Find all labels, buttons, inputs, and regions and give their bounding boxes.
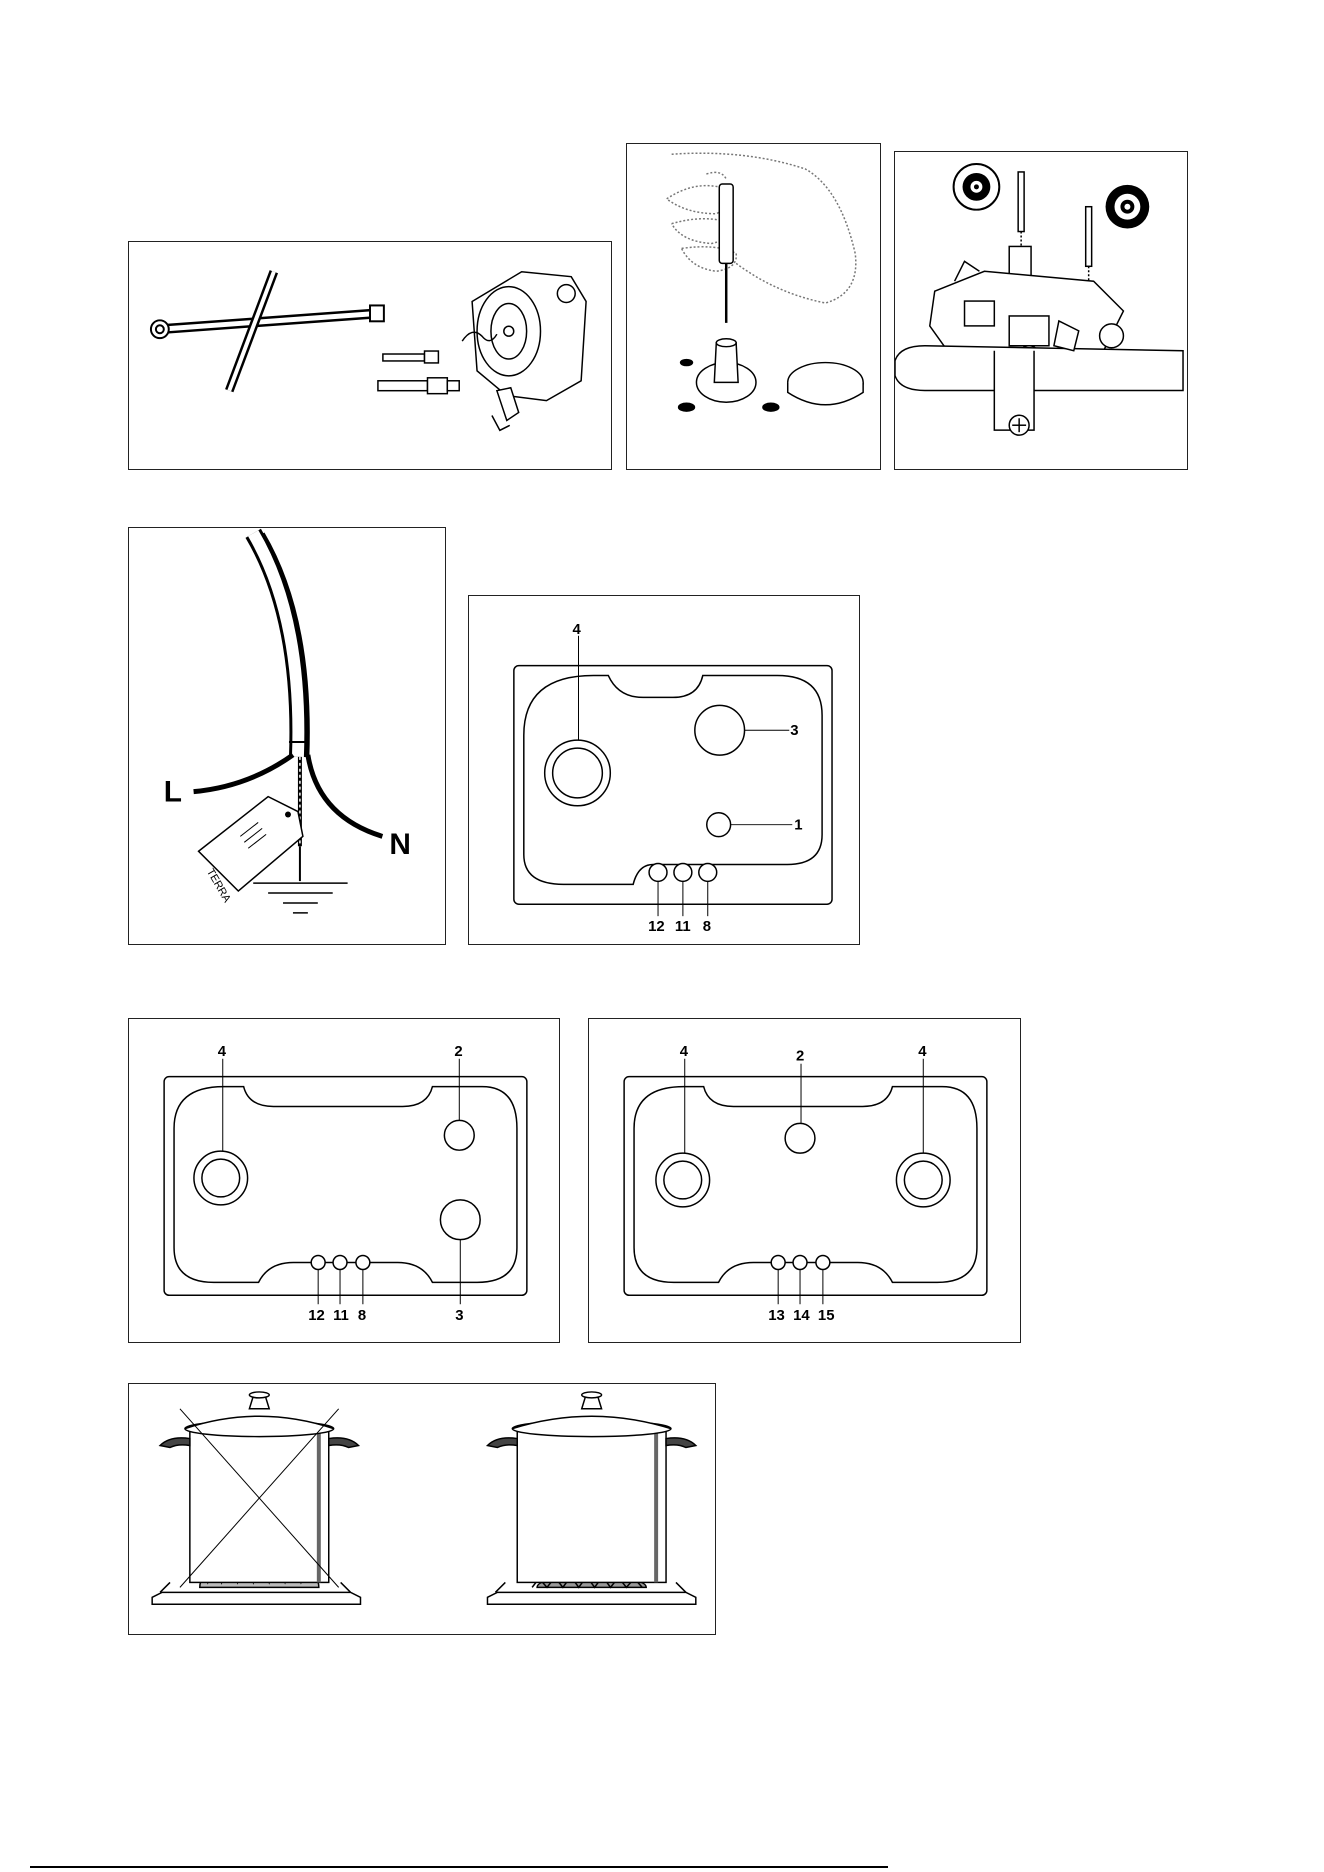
incorrect-pot-icon (152, 1392, 360, 1604)
figure-hob-4-burner: 4 2 3 12 11 8 (128, 1018, 560, 1343)
pan-size-illustration (129, 1384, 715, 1634)
burner-label: 2 (796, 1049, 804, 1065)
burner-label: 4 (218, 1044, 227, 1060)
live-wire-label: L (164, 776, 182, 809)
burner-large-icon (896, 1153, 950, 1207)
knob-label: 13 (768, 1308, 785, 1324)
knob-label: 8 (703, 919, 711, 935)
tap-spindle-icon (679, 339, 779, 411)
burner-large-icon (656, 1153, 710, 1207)
burner-label: 4 (573, 622, 582, 638)
figure-screwdriver-adjust (626, 143, 881, 470)
screwdriver-illustration (627, 144, 880, 469)
figure-hob-5-burner: 4 2 4 13 14 15 (588, 1018, 1021, 1343)
earth-cable-illustration: TERRA L N (129, 528, 445, 944)
neutral-wire-label: N (389, 828, 411, 861)
knob-icon (816, 1256, 830, 1270)
valve-illustration (895, 152, 1187, 469)
figure-pan-size (128, 1383, 716, 1635)
knob-icon (793, 1256, 807, 1270)
burner-small-icon (444, 1120, 474, 1150)
correct-pot-icon (487, 1392, 695, 1604)
knob-icon (788, 363, 863, 405)
knob-label: 11 (675, 919, 691, 935)
injector-tool-illustration (129, 242, 611, 469)
burner-small-icon (785, 1123, 815, 1153)
burner-large-icon (194, 1151, 248, 1205)
knob-label: 8 (358, 1308, 366, 1324)
knob-icon (699, 863, 717, 881)
knob-label: 14 (793, 1308, 810, 1324)
knob-label: 12 (308, 1308, 325, 1324)
knob-label: 12 (648, 919, 665, 935)
terra-tag-icon: TERRA (199, 797, 303, 906)
burner-label: 3 (790, 723, 798, 739)
max-flame-icon (954, 164, 1000, 210)
burner-medium-icon (695, 705, 745, 755)
hand-icon (667, 153, 856, 303)
burner-label: 3 (455, 1308, 463, 1324)
burner-label: 4 (680, 1044, 689, 1060)
footer-rule (30, 1866, 888, 1868)
knob-icon (311, 1256, 325, 1270)
ground-symbol-icon (253, 883, 347, 913)
figure-valve-flame (894, 151, 1188, 470)
burner-large-icon (545, 740, 611, 806)
knob-icon (333, 1256, 347, 1270)
min-flame-icon (1106, 185, 1150, 229)
burner-label: 2 (454, 1044, 462, 1060)
knob-label: 15 (818, 1308, 835, 1324)
figure-hob-3-burner: 4 3 1 12 11 8 (468, 595, 860, 945)
screwdriver-icon (719, 184, 733, 323)
burner-small-icon (707, 813, 731, 837)
knob-icon (674, 863, 692, 881)
hob-4-burner-diagram: 4 2 3 12 11 8 (129, 1019, 559, 1342)
figure-earth-connection: TERRA L N (128, 527, 446, 945)
knob-icon (771, 1256, 785, 1270)
figure-injector-tool (128, 241, 612, 470)
burner-label: 4 (918, 1044, 927, 1060)
burner-medium-icon (440, 1200, 480, 1240)
knob-icon (649, 863, 667, 881)
hob-3-burner-diagram: 4 3 1 12 11 8 (469, 596, 859, 944)
hob-5-burner-diagram: 4 2 4 13 14 15 (589, 1019, 1020, 1342)
gas-valve-body-icon (462, 272, 586, 431)
valve-manifold-icon (895, 246, 1183, 435)
box-spanner-icon (151, 272, 384, 391)
injector-icon (378, 351, 459, 394)
knob-icon (356, 1256, 370, 1270)
burner-label: 1 (794, 818, 802, 834)
knob-label: 11 (333, 1308, 349, 1324)
